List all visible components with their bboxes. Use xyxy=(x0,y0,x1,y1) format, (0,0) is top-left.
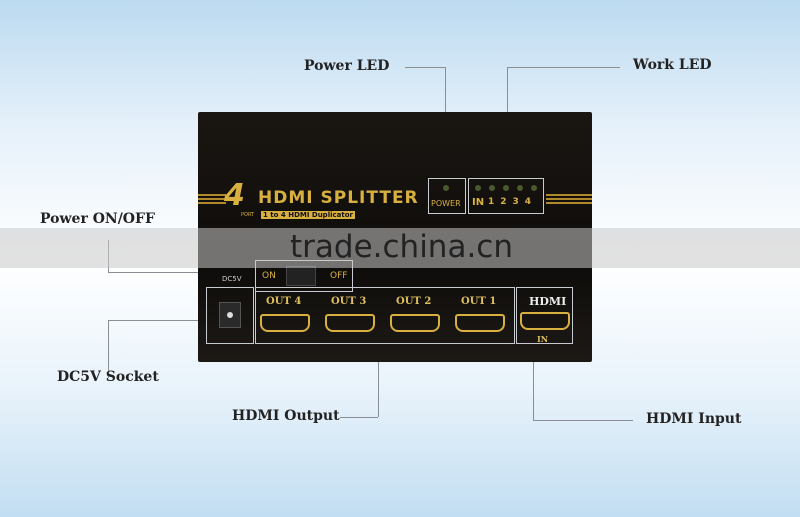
dc-socket-panel xyxy=(206,287,254,344)
label-power-led: Power LED xyxy=(304,58,390,74)
out1-label: OUT 1 xyxy=(461,296,497,307)
power-led-panel: POWER xyxy=(428,178,466,214)
device-subtitle: 1 to 4 HDMI Duplicator xyxy=(261,211,355,219)
led-numbers: 1234 xyxy=(488,197,538,207)
label-power-switch: Power ON/OFF xyxy=(40,211,155,227)
hdmi-out4-port[interactable] xyxy=(260,314,310,332)
input-label: HDMI xyxy=(529,295,567,308)
power-switch[interactable] xyxy=(286,266,316,286)
dc-text: DC5V xyxy=(222,275,242,283)
out3-label: OUT 3 xyxy=(331,296,367,307)
out4-label: OUT 4 xyxy=(266,296,302,307)
hdmi-out2-port[interactable] xyxy=(390,314,440,332)
hdmi-in-port[interactable] xyxy=(520,312,570,330)
logo-number: 4 xyxy=(224,178,245,213)
watermark: trade.china.cn xyxy=(290,229,513,265)
power-led xyxy=(443,185,449,191)
device-title: HDMI SPLITTER xyxy=(258,188,419,208)
hdmi-output-panel: OUT 4 OUT 3 OUT 2 OUT 1 xyxy=(255,287,515,344)
hdmi-out3-port[interactable] xyxy=(325,314,375,332)
in-label: IN xyxy=(537,334,549,344)
watermark-band xyxy=(0,228,800,268)
in-text: IN xyxy=(472,197,485,208)
label-dc-socket: DC5V Socket xyxy=(57,369,159,385)
off-text: OFF xyxy=(330,271,348,281)
dc-socket[interactable] xyxy=(219,302,241,328)
work-led-panel: IN 1234 xyxy=(468,178,544,214)
power-text: POWER xyxy=(431,199,461,208)
label-hdmi-input: HDMI Input xyxy=(646,411,742,427)
hdmi-out1-port[interactable] xyxy=(455,314,505,332)
label-hdmi-output: HDMI Output xyxy=(232,408,340,424)
label-work-led: Work LED xyxy=(633,57,712,73)
port-text: PORT xyxy=(241,212,255,218)
on-text: ON xyxy=(262,271,276,281)
hdmi-input-panel: HDMI IN xyxy=(516,287,573,344)
out2-label: OUT 2 xyxy=(396,296,432,307)
